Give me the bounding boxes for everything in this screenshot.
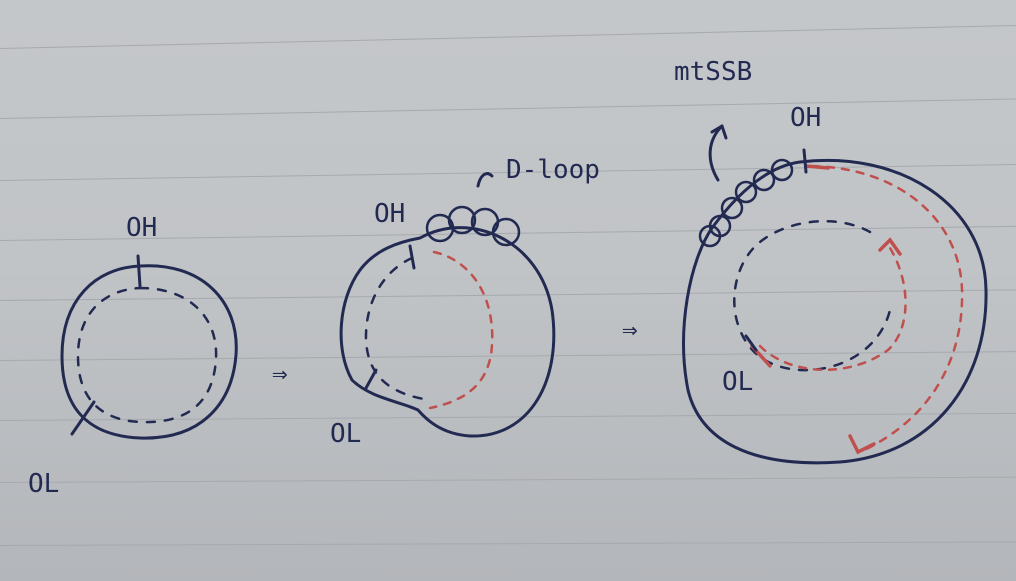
panel-3-mtssb-bead [720, 196, 744, 220]
arrow-1: ⇒ [272, 359, 288, 389]
panel-3-mtssb-bead [752, 168, 776, 192]
panel-3-oh-priming-stub [804, 164, 830, 170]
panel-2-dloop-label: D-loop [506, 155, 600, 185]
panel-3-inner-strand [733, 219, 892, 372]
panel-3-mtssb-pointer [708, 124, 724, 182]
panel-2-ol-label: OL [330, 419, 361, 449]
panel-2-ol-tick [364, 368, 378, 390]
panel-3-outer-strand [682, 158, 988, 465]
panel-3-mtssb-pointer-arrowhead [710, 124, 728, 140]
arrow-2: ⇒ [622, 315, 638, 345]
panel-2-inner-strand [364, 256, 432, 402]
panel-2-new-heavy-strand [428, 250, 494, 410]
panel-1-inner-strand [76, 286, 218, 424]
panel-3-oh-label: OH [790, 103, 821, 133]
panel-2-dloop-bubble [491, 217, 521, 247]
panel-3-oh-tick [802, 148, 808, 174]
panel-3-strand-displacement: mtSSB OH OL [674, 57, 988, 465]
panel-2-dloop: D-loop OH OL [330, 155, 600, 449]
panel-3-new-light-strand [758, 246, 907, 372]
panel-3-ol-tick [744, 334, 758, 352]
panel-1-outer-strand [60, 264, 238, 440]
panel-3-mtssb-bead [698, 224, 722, 248]
panel-3-mtssb-bead [770, 158, 794, 182]
panel-1-ol-label: OL [28, 469, 59, 499]
panel-3-mtssb-label: mtSSB [674, 57, 752, 87]
panel-1-ol-tick [70, 400, 96, 436]
panel-1-intact-mtdna: OH OL [28, 213, 238, 499]
panel-3-new-heavy-strand [810, 164, 964, 454]
panel-2-oh-tick [408, 244, 416, 270]
panel-2-dloop-bubble [447, 205, 477, 235]
panel-3-light-direction-arrowhead [878, 237, 902, 256]
panel-2-outer-strand [339, 226, 556, 438]
panel-3-heavy-direction-arrowhead [848, 434, 876, 455]
panel-1-oh-label: OH [126, 213, 157, 243]
panel-3-mtssb-bead [734, 180, 758, 204]
panel-3-ol-label: OL [722, 367, 753, 397]
panel-2-oh-label: OH [374, 199, 405, 229]
panel-1-oh-tick [136, 254, 142, 288]
panel-2-dloop-pointer [476, 172, 494, 188]
